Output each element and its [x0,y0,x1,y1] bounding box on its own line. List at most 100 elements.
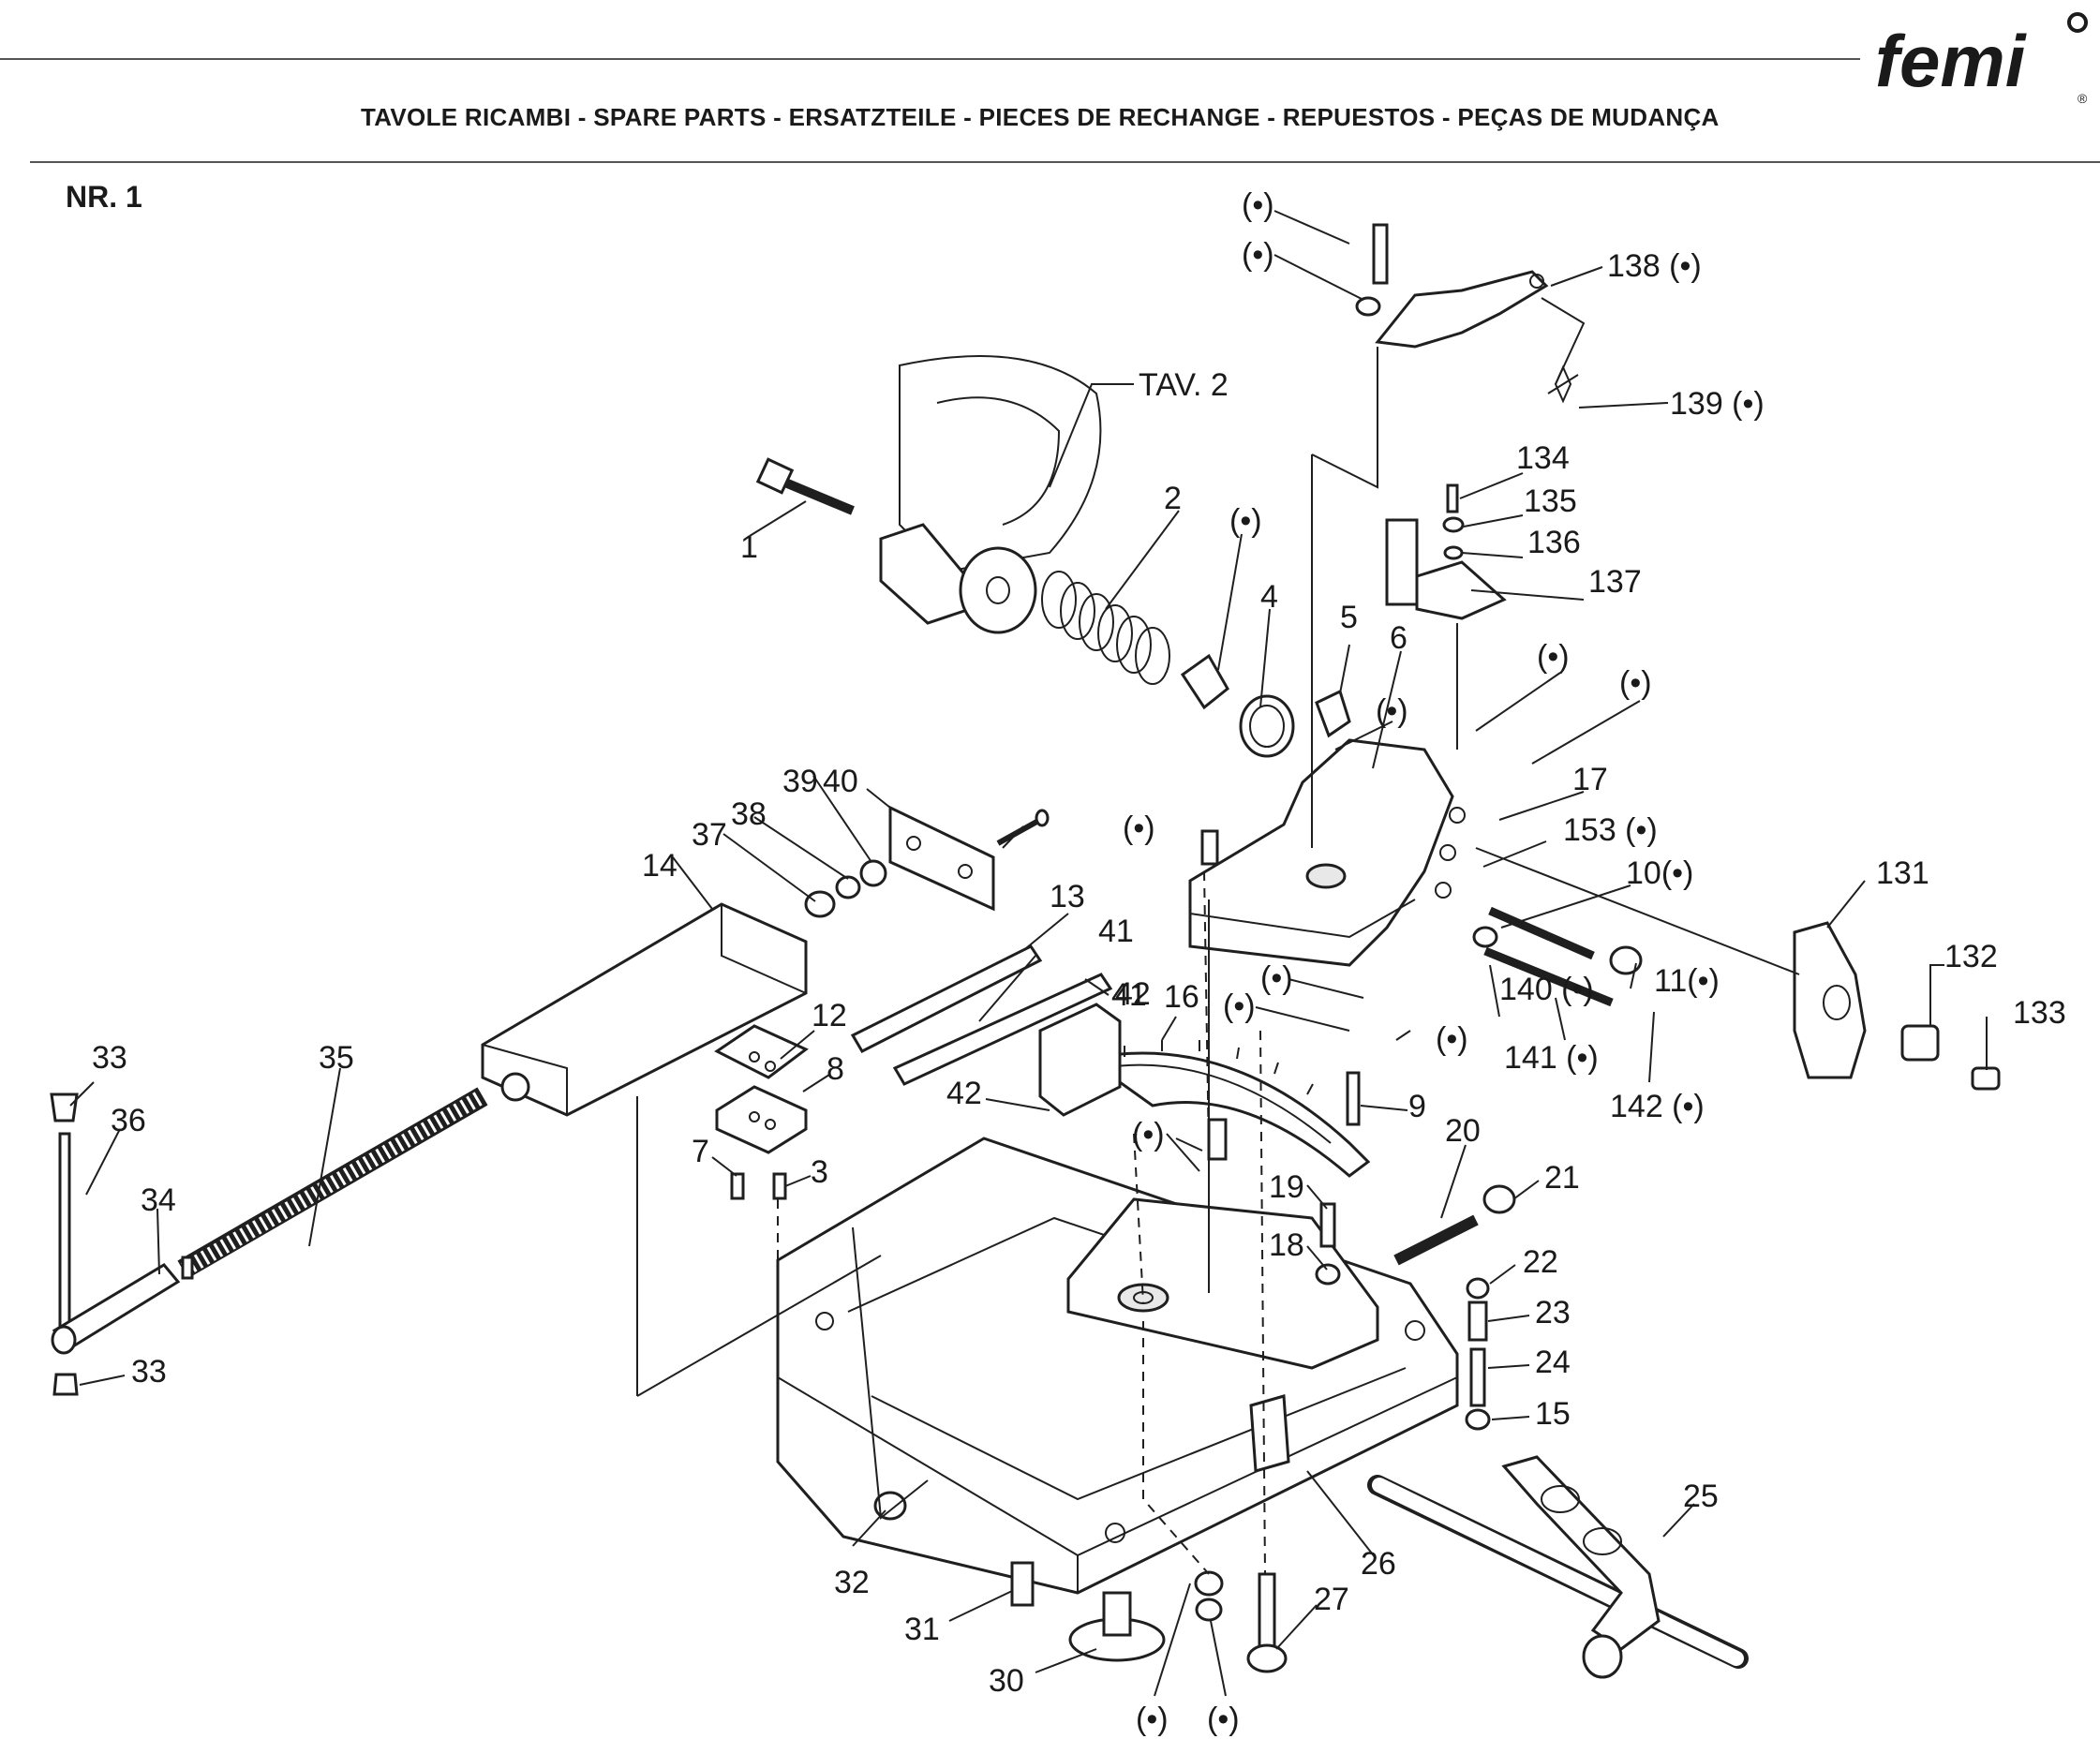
callout-label: (•) [1207,1702,1240,1737]
page-title: TAVOLE RICAMBI - SPARE PARTS - ERSATZTEI… [361,103,1720,131]
callout-label: 19 [1269,1169,1304,1205]
callout-label: (•) [1376,693,1408,729]
callout-label: 131 [1876,855,1929,891]
callout-label: 30 [989,1663,1024,1699]
callout-label: 40 [823,764,858,799]
callout-label: 26 [1361,1546,1396,1582]
plate-number: NR. 1 [66,180,142,214]
callout-label: 134 [1516,440,1570,476]
callout-leaders [69,210,1988,1697]
scale-arc [1083,1040,1371,1178]
callout-label: (•) [1136,1702,1169,1737]
callout-label: 12 [812,998,847,1033]
header-rule-bottom [30,161,2100,163]
fence-bars [850,944,1122,1117]
callout-label: 38 [731,796,767,832]
bushings [804,859,887,918]
ring-4 [1239,694,1295,758]
assembly-lines [636,297,1800,1520]
callout-label: 25 [1683,1479,1719,1514]
vise-jaw [481,902,808,1117]
callout-label: (•) [1132,1117,1165,1152]
callout-label: (•) [1260,960,1293,996]
callout-label: (•) [1242,237,1274,273]
callout-label: 16 [1164,979,1199,1015]
header-rule-top [0,58,1860,60]
callout-label: 24 [1535,1345,1571,1380]
callout-label: 8 [827,1051,844,1087]
callout-label: 21 [1544,1160,1580,1196]
callout-label: 138 (•) [1607,248,1702,284]
callout-label: (•) [1229,503,1262,539]
callout-label: 35 [319,1040,354,1076]
motor-housing-ghost [879,355,1102,634]
callout-label: 1 [740,529,758,565]
callout-label: 31 [904,1612,940,1647]
callout-label: 20 [1445,1113,1481,1149]
callout-label: 42 [946,1076,982,1111]
clamp-plates [714,1024,809,1200]
callout-label: 9 [1408,1089,1426,1124]
callout-label: 32 [834,1565,870,1600]
link-138 [1355,223,1549,349]
callout-label: 135 [1524,483,1577,519]
callout-label: 139 (•) [1670,386,1765,422]
callout-label: 23 [1535,1295,1571,1330]
callout-label: (•) [1242,187,1274,223]
bush [1180,653,1229,710]
callout-label: 15 [1535,1396,1571,1432]
femi-logo: femi ® [1875,12,2088,103]
callout-label: 41 [1111,977,1147,1013]
callout-label: 11(•) [1654,963,1720,999]
callout-label: 27 [1314,1582,1349,1617]
misc-screws [1200,829,1516,1431]
vise-handle [50,1092,181,1396]
lead-screw [177,1087,488,1280]
callout-label: 37 [692,817,727,853]
callout-label: 5 [1340,600,1358,635]
callout-label: (•) [1537,639,1570,675]
callout-label: 7 [692,1134,709,1169]
callout-label: 142 (•) [1610,1089,1705,1124]
callout-label: (•) [1223,988,1256,1024]
logo-text: femi [1875,20,2027,102]
callout-label: (•) [1619,665,1652,701]
callout-label: (•) [1436,1021,1468,1057]
spring-2 [1041,571,1170,685]
callout-label: TAV. 2 [1139,367,1229,403]
callout-label: 136 [1527,525,1581,560]
callout-label: 39 [782,764,818,799]
callout-label: 36 [111,1103,146,1138]
callout-label: 133 [2013,995,2066,1031]
callout-label: 141 (•) [1504,1040,1599,1076]
lever-131 [1793,921,2001,1091]
arm-bracket [1188,738,1466,967]
callout-label: 137 [1588,564,1642,600]
turntable [1066,1197,1379,1370]
bolt-1 [755,457,855,515]
callout-label: 41 [1098,914,1134,949]
star-pin-139 [1547,364,1579,404]
callout-label: 22 [1523,1244,1558,1280]
shaft-assembly [1472,906,1643,1007]
callout-label: 14 [642,848,678,884]
lever-137 [1385,483,1507,620]
callout-label: 153 (•) [1563,812,1658,848]
callout-label: 2 [1164,481,1182,516]
callout-label: 42 [1115,976,1151,1012]
callout-label: 33 [131,1354,167,1390]
svg-text:®: ® [2078,91,2088,103]
callout-label: 33 [92,1040,127,1076]
plate-41 [888,805,1050,912]
lock-handle [1249,1394,1749,1679]
assembly-guides [777,870,1266,1575]
callout-label: 6 [1390,620,1407,656]
callout-labels: (•) (•) 138 (•) 139 (•) TAV. 2 1 2 (•) 4… [92,187,2066,1737]
callout-label: 4 [1260,579,1278,615]
callout-label: 17 [1572,762,1608,797]
callout-label: 10(•) [1626,855,1693,891]
callout-label: 34 [141,1182,176,1218]
pin-5 [1315,689,1351,738]
callout-label: 13 [1050,879,1085,914]
